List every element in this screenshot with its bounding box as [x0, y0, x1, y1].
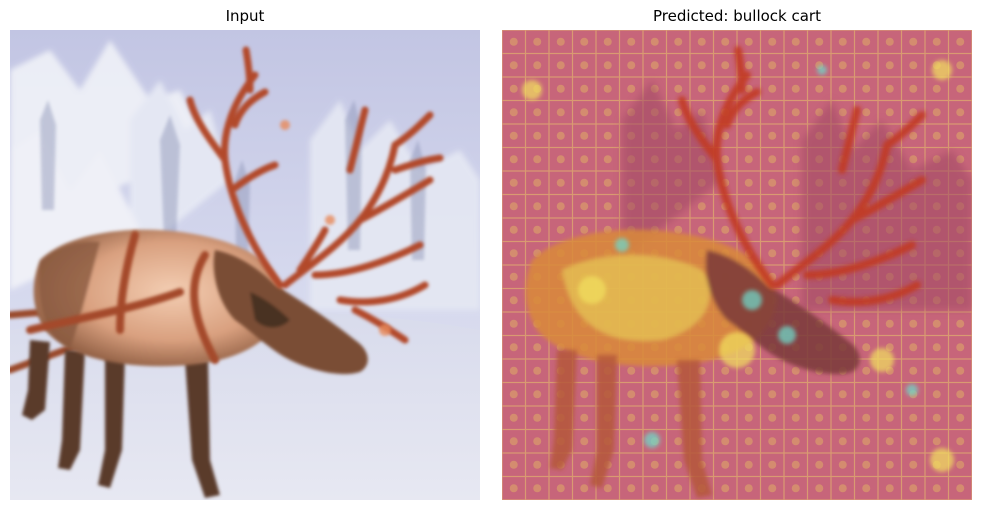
input-panel-title: Input — [225, 7, 265, 25]
prediction-panel: Predicted: bullock cart — [502, 0, 972, 510]
input-panel: Input — [10, 0, 480, 510]
prediction-panel-title: Predicted: bullock cart — [653, 7, 821, 25]
saliency-overlay-image — [502, 30, 972, 500]
input-image — [10, 30, 480, 500]
